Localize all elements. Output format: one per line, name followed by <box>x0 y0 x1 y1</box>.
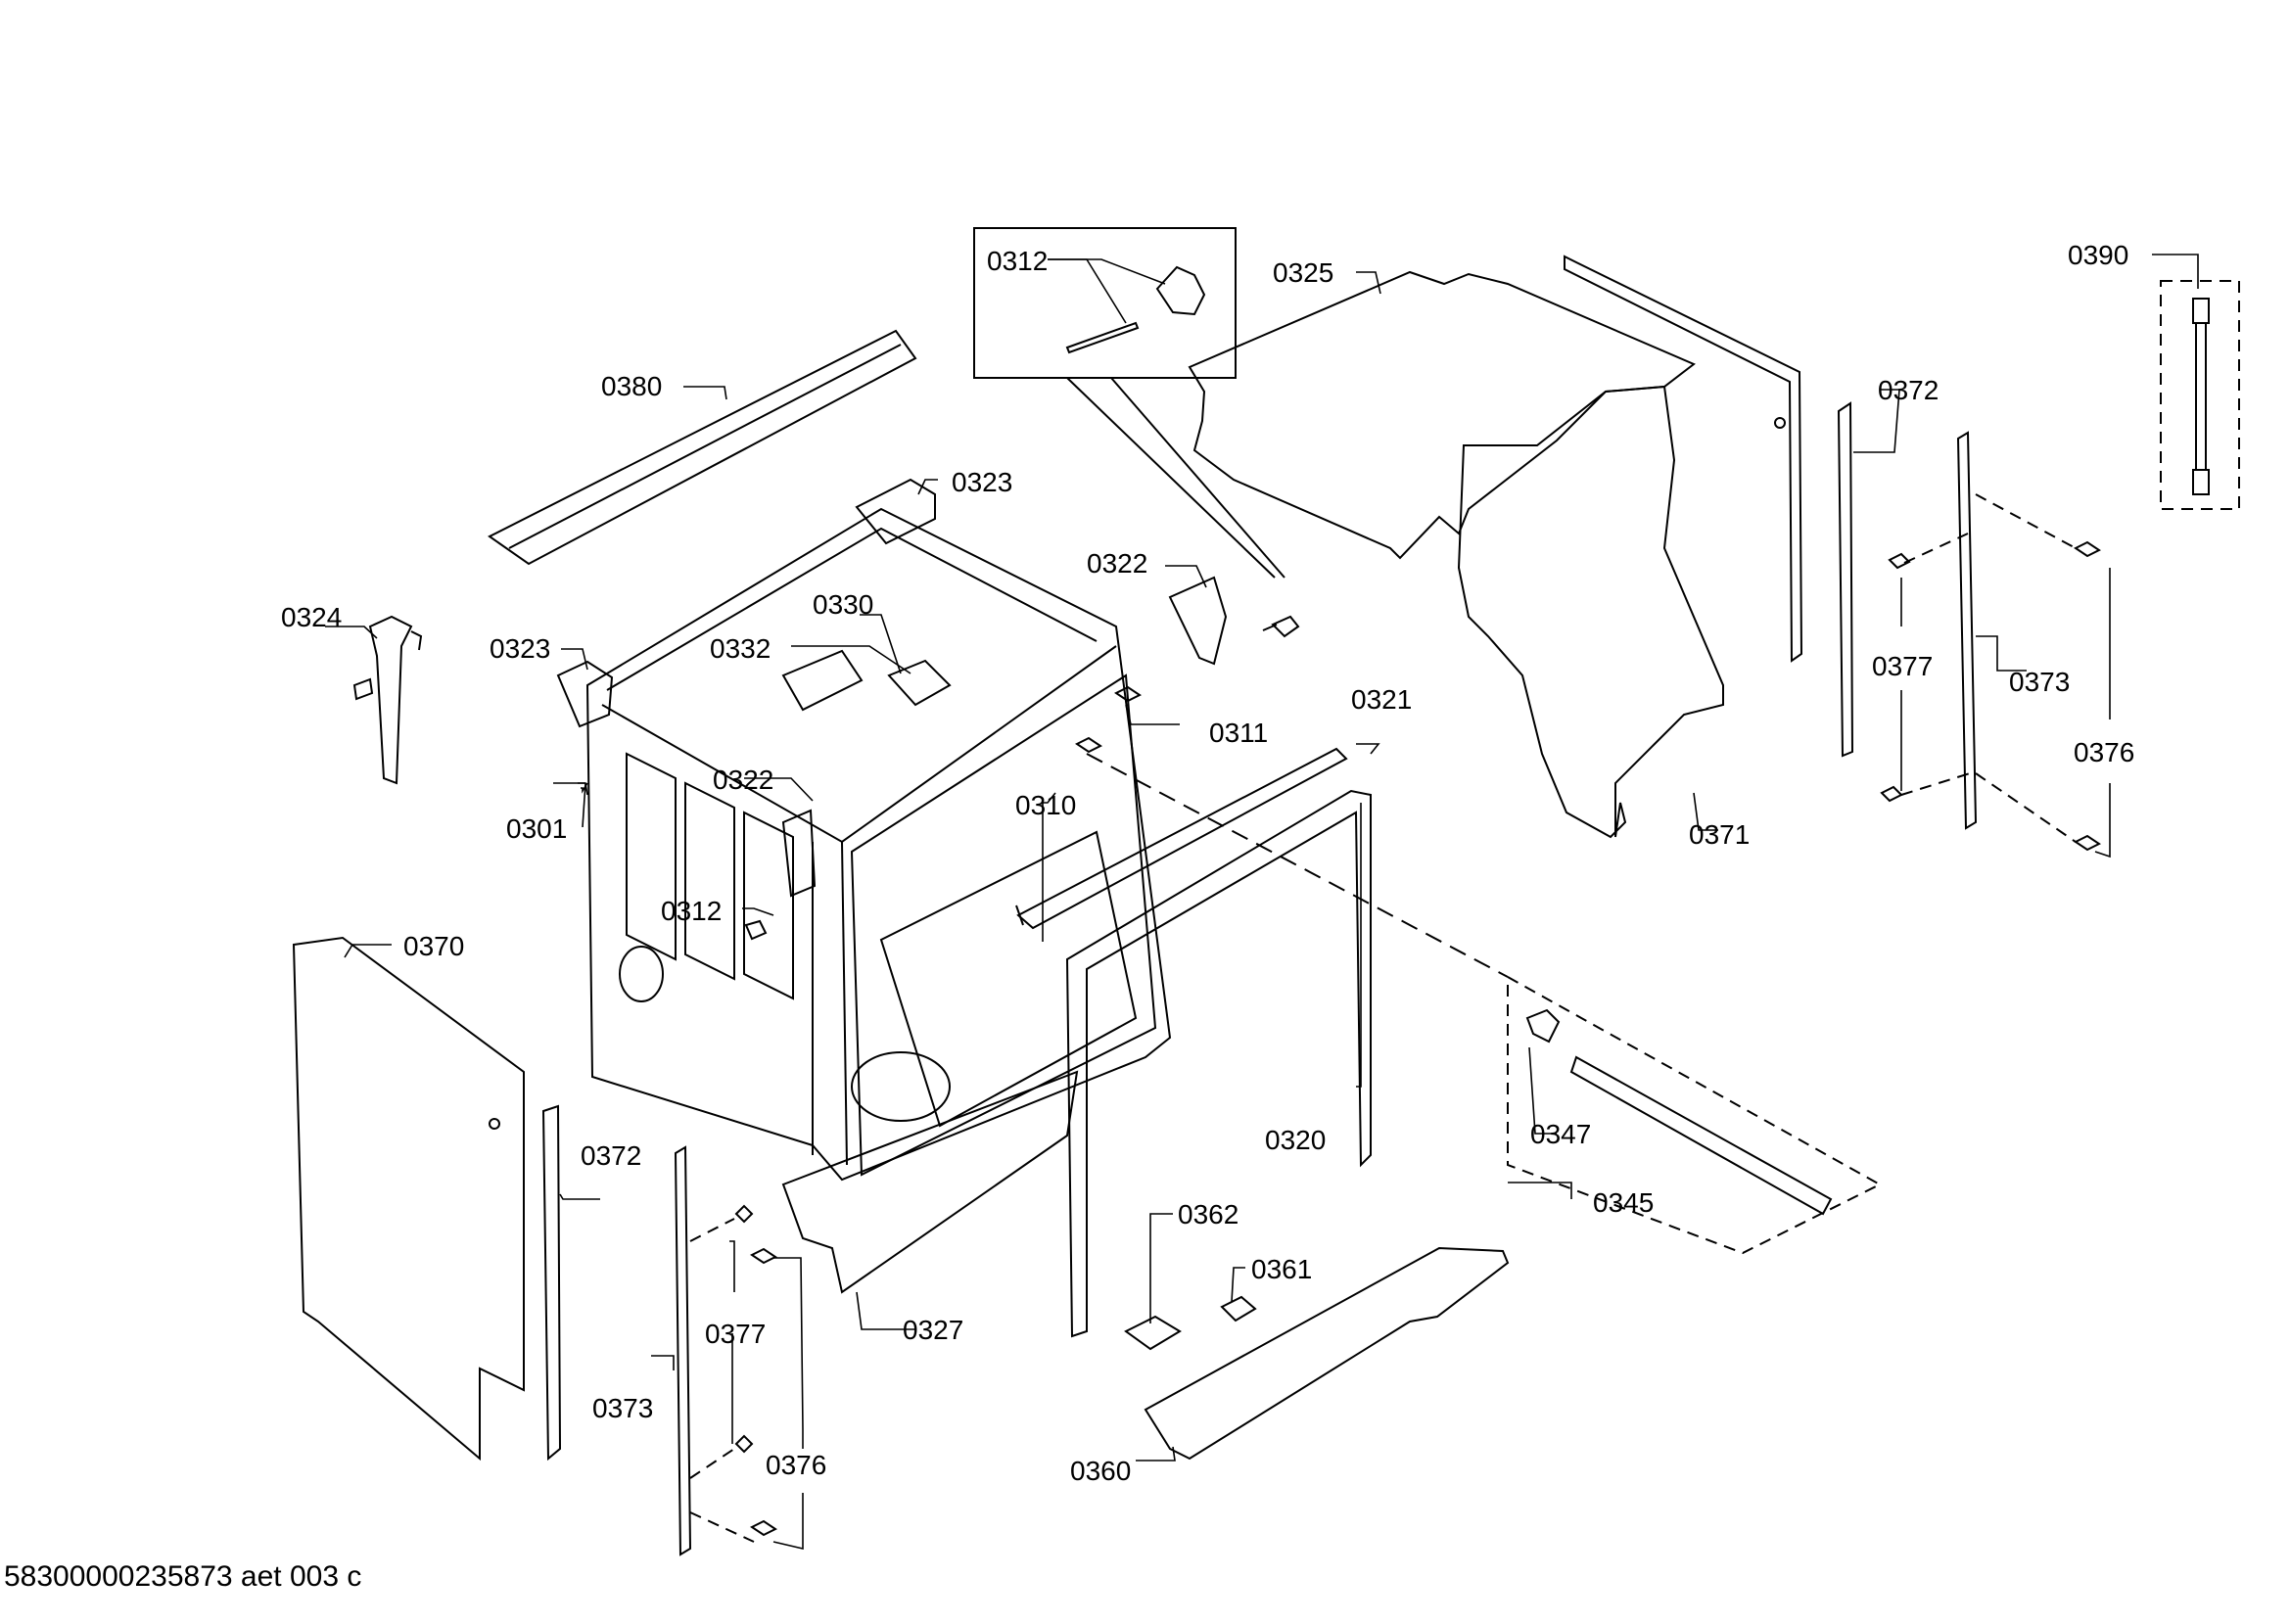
part-0373-strip-left <box>674 1145 777 1556</box>
leader-lines <box>325 254 2199 1551</box>
part-0327-kick-panel <box>781 1070 1079 1294</box>
label-0371: 0371 <box>1689 819 1750 850</box>
label-0322-mid: 0322 <box>713 765 773 795</box>
label-0380: 0380 <box>601 371 662 401</box>
label-0323-top: 0323 <box>952 467 1012 497</box>
label-0325: 0325 <box>1273 257 1333 288</box>
label-0321: 0321 <box>1351 684 1412 715</box>
label-0347: 0347 <box>1530 1119 1591 1149</box>
drawing-code: 58300000235873 aet 003 c <box>4 1560 362 1593</box>
part-0373-strip-right <box>1880 431 2101 852</box>
label-0372-left: 0372 <box>581 1140 641 1171</box>
label-0376-left: 0376 <box>766 1450 826 1480</box>
part-0301-tub <box>585 507 1172 1182</box>
label-0377-right: 0377 <box>1872 651 1933 681</box>
inset-box-0312 <box>973 227 1300 638</box>
label-0377-left: 0377 <box>705 1319 766 1349</box>
label-0361: 0361 <box>1251 1254 1312 1284</box>
part-0362-switch <box>1124 1315 1182 1351</box>
label-0327: 0327 <box>903 1315 963 1345</box>
part-0380-top-strip <box>488 329 917 566</box>
part-0390-hose <box>2160 280 2240 510</box>
part-0320-door-seal <box>1065 789 1372 1338</box>
part-0370-side-panel <box>292 936 562 1462</box>
label-0310: 0310 <box>1015 790 1076 820</box>
part-labels: 0312 0325 0380 0323 0322 0330 0324 0323 … <box>281 240 2134 1486</box>
label-0345: 0345 <box>1593 1187 1654 1218</box>
label-0332: 0332 <box>710 633 771 664</box>
label-0324: 0324 <box>281 602 342 632</box>
label-0323-left: 0323 <box>490 633 550 664</box>
part-0345-group <box>1086 753 1883 1255</box>
label-0390: 0390 <box>2068 240 2128 270</box>
part-0360-tray <box>1144 1246 1510 1461</box>
label-0312-mid: 0312 <box>661 896 722 926</box>
label-0373-left: 0373 <box>592 1393 653 1423</box>
part-0372-strip-right <box>1837 401 1854 758</box>
label-0312-inset: 0312 <box>987 246 1048 276</box>
part-0371-back-panel <box>1457 255 1803 839</box>
label-0360: 0360 <box>1070 1456 1131 1486</box>
part-0321-rail <box>1015 747 1348 930</box>
label-0320: 0320 <box>1265 1125 1326 1155</box>
part-0324-bracket <box>352 615 423 785</box>
label-0322-top: 0322 <box>1087 548 1147 579</box>
part-0361-clip <box>1220 1295 1257 1322</box>
label-0372-right: 0372 <box>1878 375 1939 405</box>
label-0330: 0330 <box>813 589 873 620</box>
label-0376-right: 0376 <box>2074 737 2134 767</box>
label-0373-right: 0373 <box>2009 667 2070 697</box>
part-0325-insulation <box>1188 270 1696 560</box>
label-0311: 0311 <box>1209 718 1268 748</box>
label-0370: 0370 <box>403 931 464 961</box>
small-parts <box>556 478 1228 941</box>
label-0362: 0362 <box>1178 1199 1238 1230</box>
label-0301: 0301 <box>506 813 567 844</box>
